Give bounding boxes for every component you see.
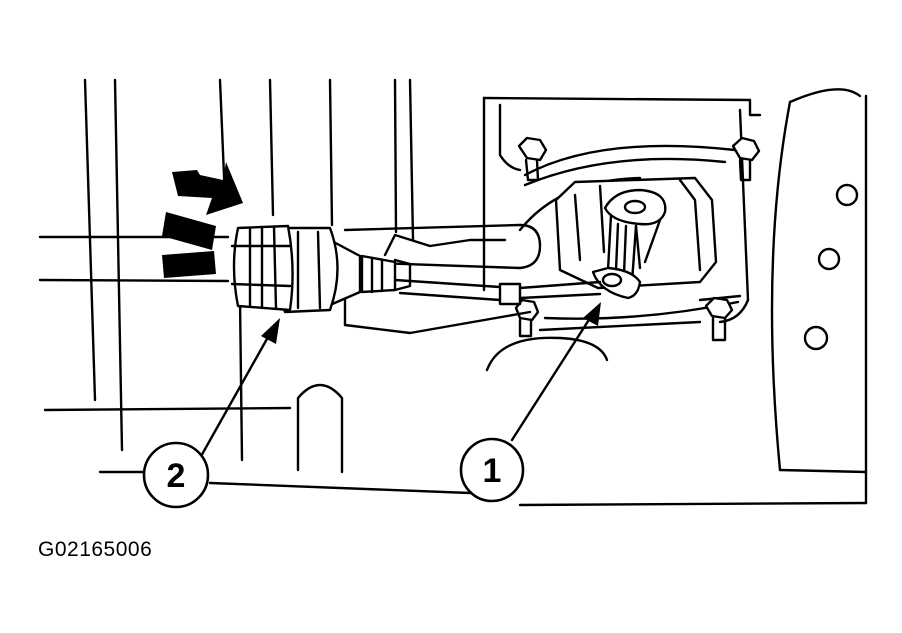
bolt-top-left <box>517 136 548 182</box>
callout-2: 2 <box>142 441 210 509</box>
bolt-top-right <box>731 136 761 182</box>
callout-2-leader <box>198 328 274 460</box>
figure-id: G02165006 <box>38 538 153 561</box>
callout-2-arrowhead <box>261 318 280 344</box>
shift-lever-gear <box>591 188 667 300</box>
callout-1: 1 <box>459 437 525 503</box>
callout-2-label: 2 <box>167 457 186 495</box>
callout-1-leader <box>510 313 594 442</box>
rotation-arrow-icon <box>162 162 243 278</box>
knurled-knob <box>230 224 294 312</box>
bolt-bottom-right <box>704 296 734 342</box>
callout-1-arrowhead <box>583 302 601 326</box>
callout-1-label: 1 <box>483 452 502 490</box>
bolt-bottom-left <box>514 298 540 338</box>
floor-opening <box>296 336 609 474</box>
tool-body <box>328 238 412 307</box>
vehicle-frame-lines <box>38 78 868 507</box>
